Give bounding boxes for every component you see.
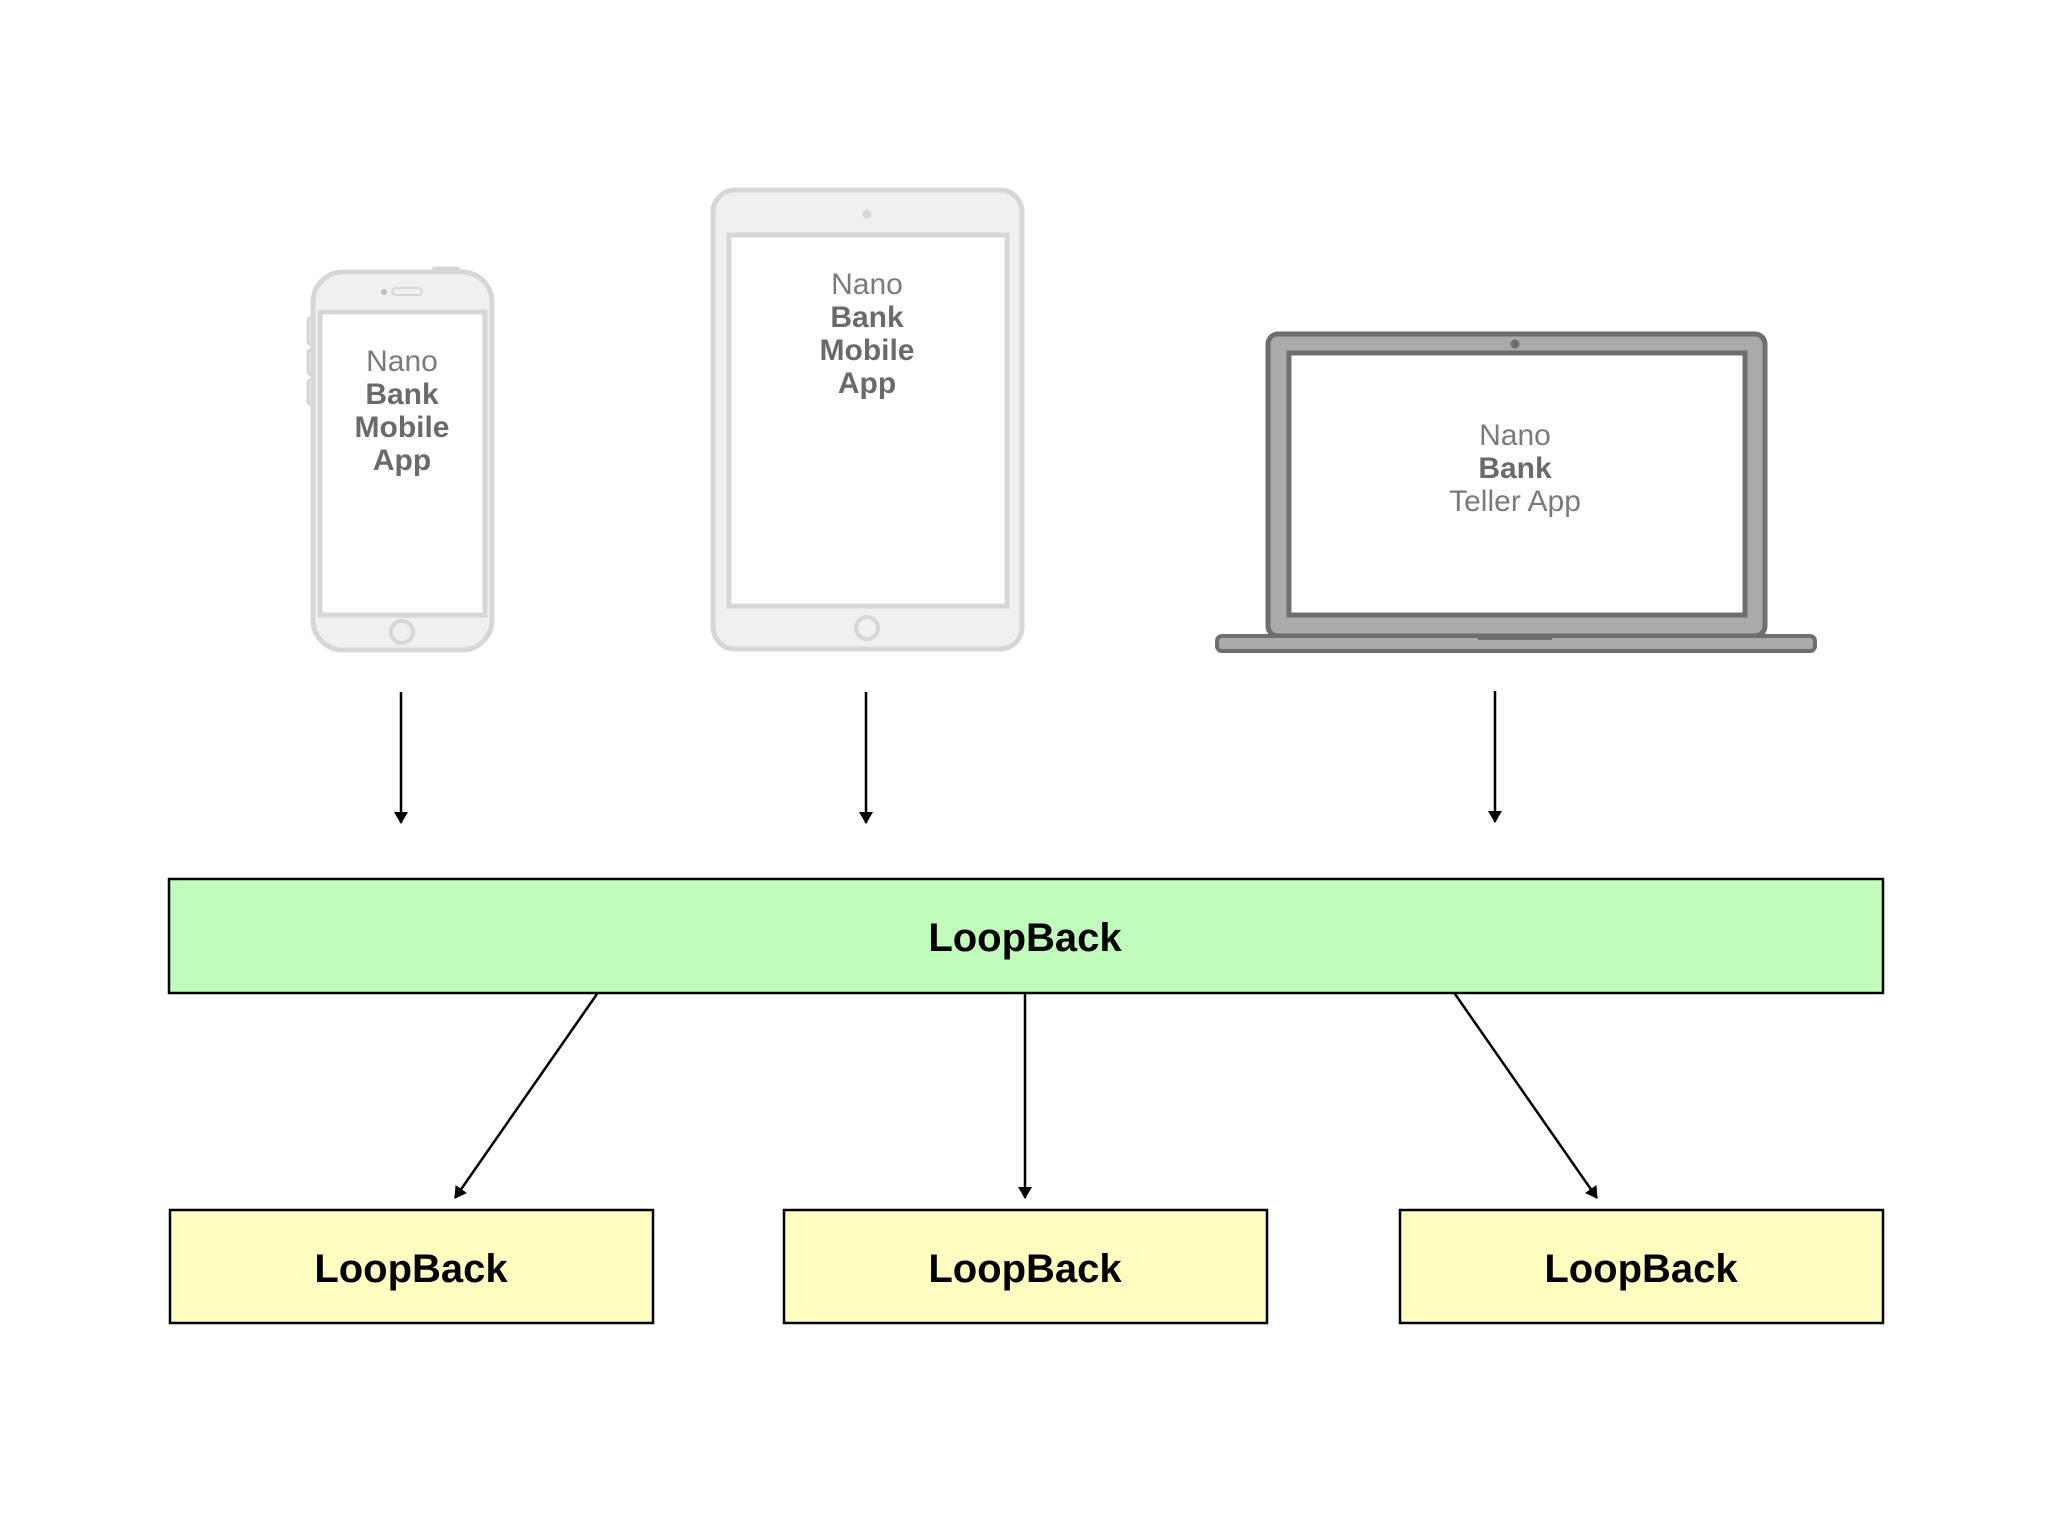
device-label-tablet: Nano Bank Mobile App (820, 268, 915, 400)
service-box: LoopBack (1398, 1208, 1885, 1325)
device-label-line: Bank (1478, 452, 1552, 485)
device-label-line: Nano (1479, 419, 1551, 452)
tablet-icon (710, 187, 1025, 652)
service-box: LoopBack (782, 1208, 1269, 1325)
device-label-line: Mobile (820, 334, 915, 367)
device-label-line: Bank (365, 378, 439, 411)
device-label-line: Nano (831, 268, 903, 301)
arrow-gateway-to-service-1 (453, 993, 599, 1199)
service-label: LoopBack (314, 1247, 508, 1291)
service-box: LoopBack (168, 1208, 655, 1325)
device-label-laptop: Nano Bank Teller App (1449, 419, 1581, 518)
arrow-gateway-to-service-3 (1453, 993, 1599, 1199)
gateway-box: LoopBack (167, 877, 1885, 995)
gateway-label: LoopBack (928, 916, 1122, 960)
device-label-line: App (838, 367, 896, 400)
device-label-line: App (373, 444, 431, 477)
device-label-phone: Nano Bank Mobile App (355, 345, 450, 477)
device-label-line: Teller App (1449, 485, 1581, 518)
device-label-line: Mobile (355, 411, 450, 444)
laptop-icon (1215, 331, 1817, 653)
device-label-line: Nano (366, 345, 438, 378)
device-label-line: Bank (830, 301, 904, 334)
smartphone-icon (306, 266, 495, 653)
service-label: LoopBack (1544, 1247, 1738, 1291)
service-label: LoopBack (928, 1247, 1122, 1291)
